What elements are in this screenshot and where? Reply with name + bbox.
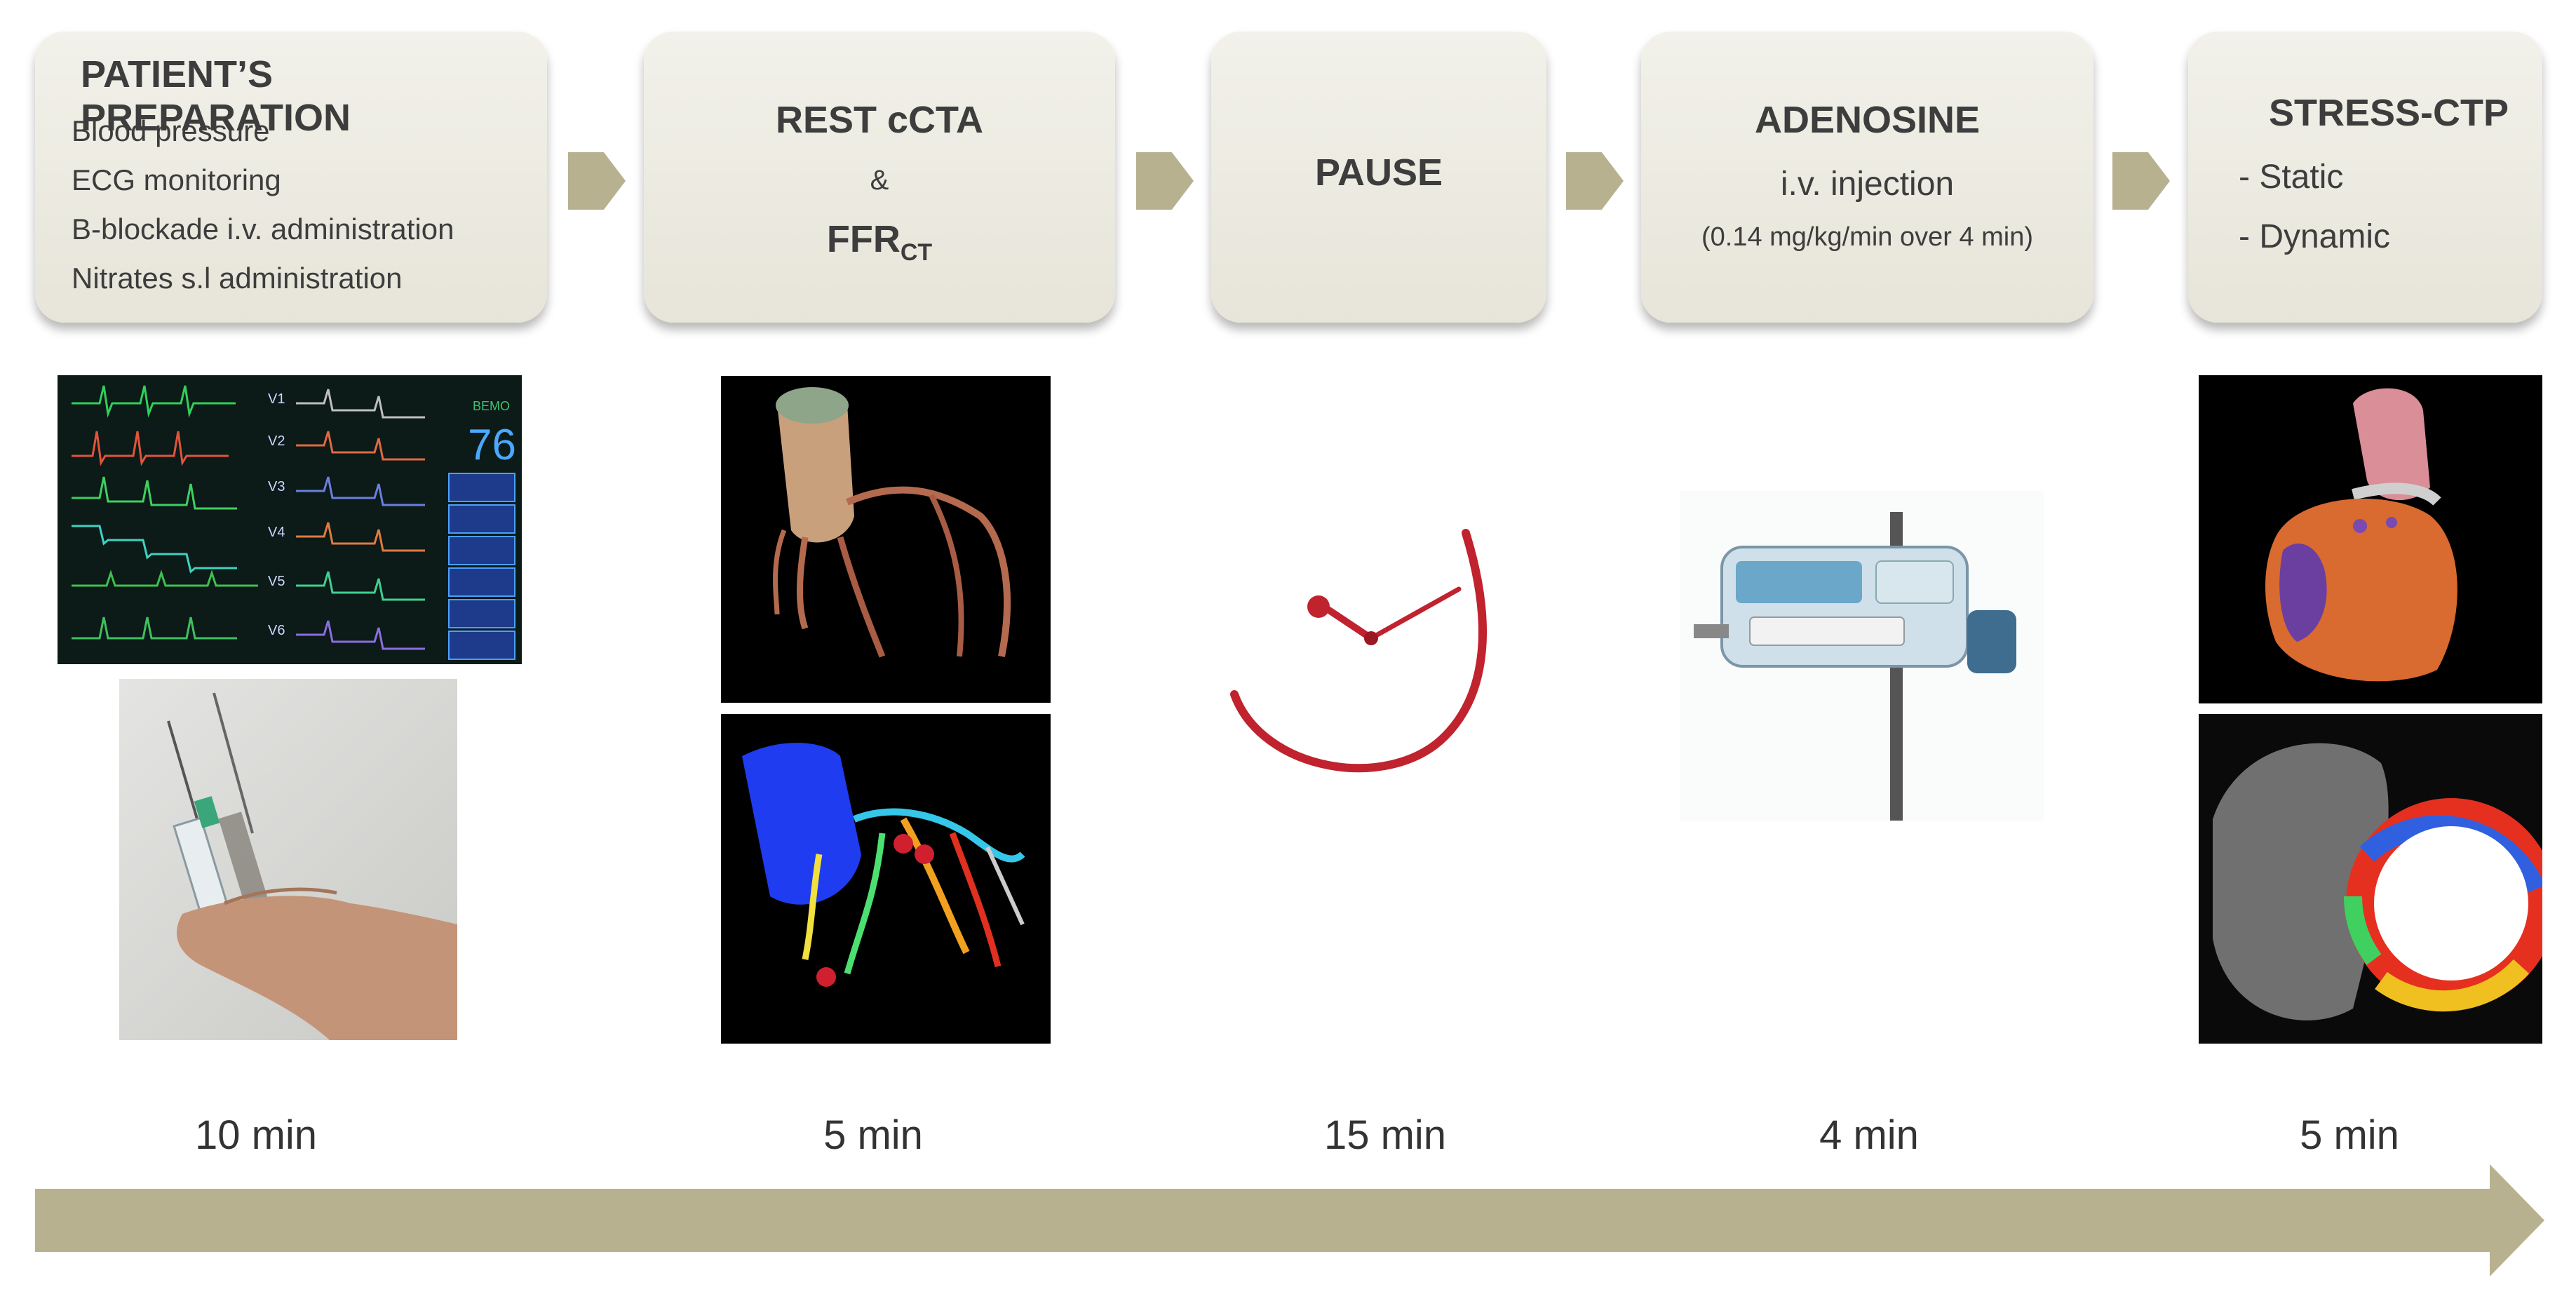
step-item: - Static xyxy=(2239,159,2344,196)
duration-label: 10 min xyxy=(194,1112,318,1158)
ffr-ct-label: FFRCT xyxy=(644,217,1115,267)
step-adenosine: ADENOSINE i.v. injection (0.14 mg/kg/min… xyxy=(1641,32,2093,323)
duration-label: 5 min xyxy=(823,1112,923,1158)
coronary-3d-image xyxy=(721,376,1051,703)
arrow-right-icon xyxy=(2112,152,2170,210)
timeline-arrow xyxy=(35,1164,2546,1276)
lead-label: V3 xyxy=(268,479,285,494)
duration-label: 15 min xyxy=(1323,1112,1447,1158)
lead-label: V2 xyxy=(268,433,285,449)
ffrct-model-image xyxy=(721,714,1051,1044)
lead-label: V6 xyxy=(268,623,285,638)
lead-label: V1 xyxy=(268,391,285,407)
arrow-right-icon xyxy=(568,152,626,210)
step-item: - Dynamic xyxy=(2239,218,2391,255)
step-stress-ctp: STRESS-CTP - Static - Dynamic xyxy=(2188,32,2542,323)
step-item: B-blockade i.v. administration xyxy=(72,213,454,245)
step-patient-preparation: PATIENT’S PREPARATION Blood pressure ECG… xyxy=(35,32,547,323)
step-item: ECG monitoring xyxy=(72,163,281,196)
step-title: REST cCTA xyxy=(775,99,984,141)
step-title: STRESS-CTP xyxy=(2269,92,2509,134)
ffr-main: FFR xyxy=(826,218,901,260)
step-amp: & xyxy=(870,165,889,196)
perfusion-map-image xyxy=(2199,714,2542,1044)
ffr-sub: CT xyxy=(900,238,933,266)
infusion-pump-image xyxy=(1680,491,2044,821)
step-title: PATIENT’S PREPARATION xyxy=(81,53,351,139)
step-rest-ccta: REST cCTA & FFRCT xyxy=(644,32,1115,323)
heart-rate-value: 76 xyxy=(468,421,516,469)
ecg-monitor-image: 76 BEMO V1 V2 V3 V4 V5 V6 xyxy=(58,375,522,664)
lead-label: V4 xyxy=(268,525,285,540)
step-item: Nitrates s.l administration xyxy=(72,262,403,295)
clock-icon xyxy=(1220,519,1536,800)
step-line: (0.14 mg/kg/min over 4 min) xyxy=(1701,222,2034,252)
arrow-right-icon xyxy=(1136,152,1194,210)
step-pause: PAUSE xyxy=(1211,32,1546,323)
lead-label: V5 xyxy=(268,574,285,589)
stress-ctp-3d-image xyxy=(2199,375,2542,703)
step-title: ADENOSINE xyxy=(1754,99,1981,141)
monitor-badge: BEMO xyxy=(473,399,510,413)
duration-label: 4 min xyxy=(1819,1112,1919,1158)
step-title: PAUSE xyxy=(1314,151,1443,194)
step-line: i.v. injection xyxy=(1780,166,1955,203)
duration-label: 5 min xyxy=(2300,1112,2399,1158)
syringe-hand-image xyxy=(119,679,457,1040)
step-item: Blood pressure xyxy=(72,114,270,147)
arrow-right-icon xyxy=(1566,152,1624,210)
